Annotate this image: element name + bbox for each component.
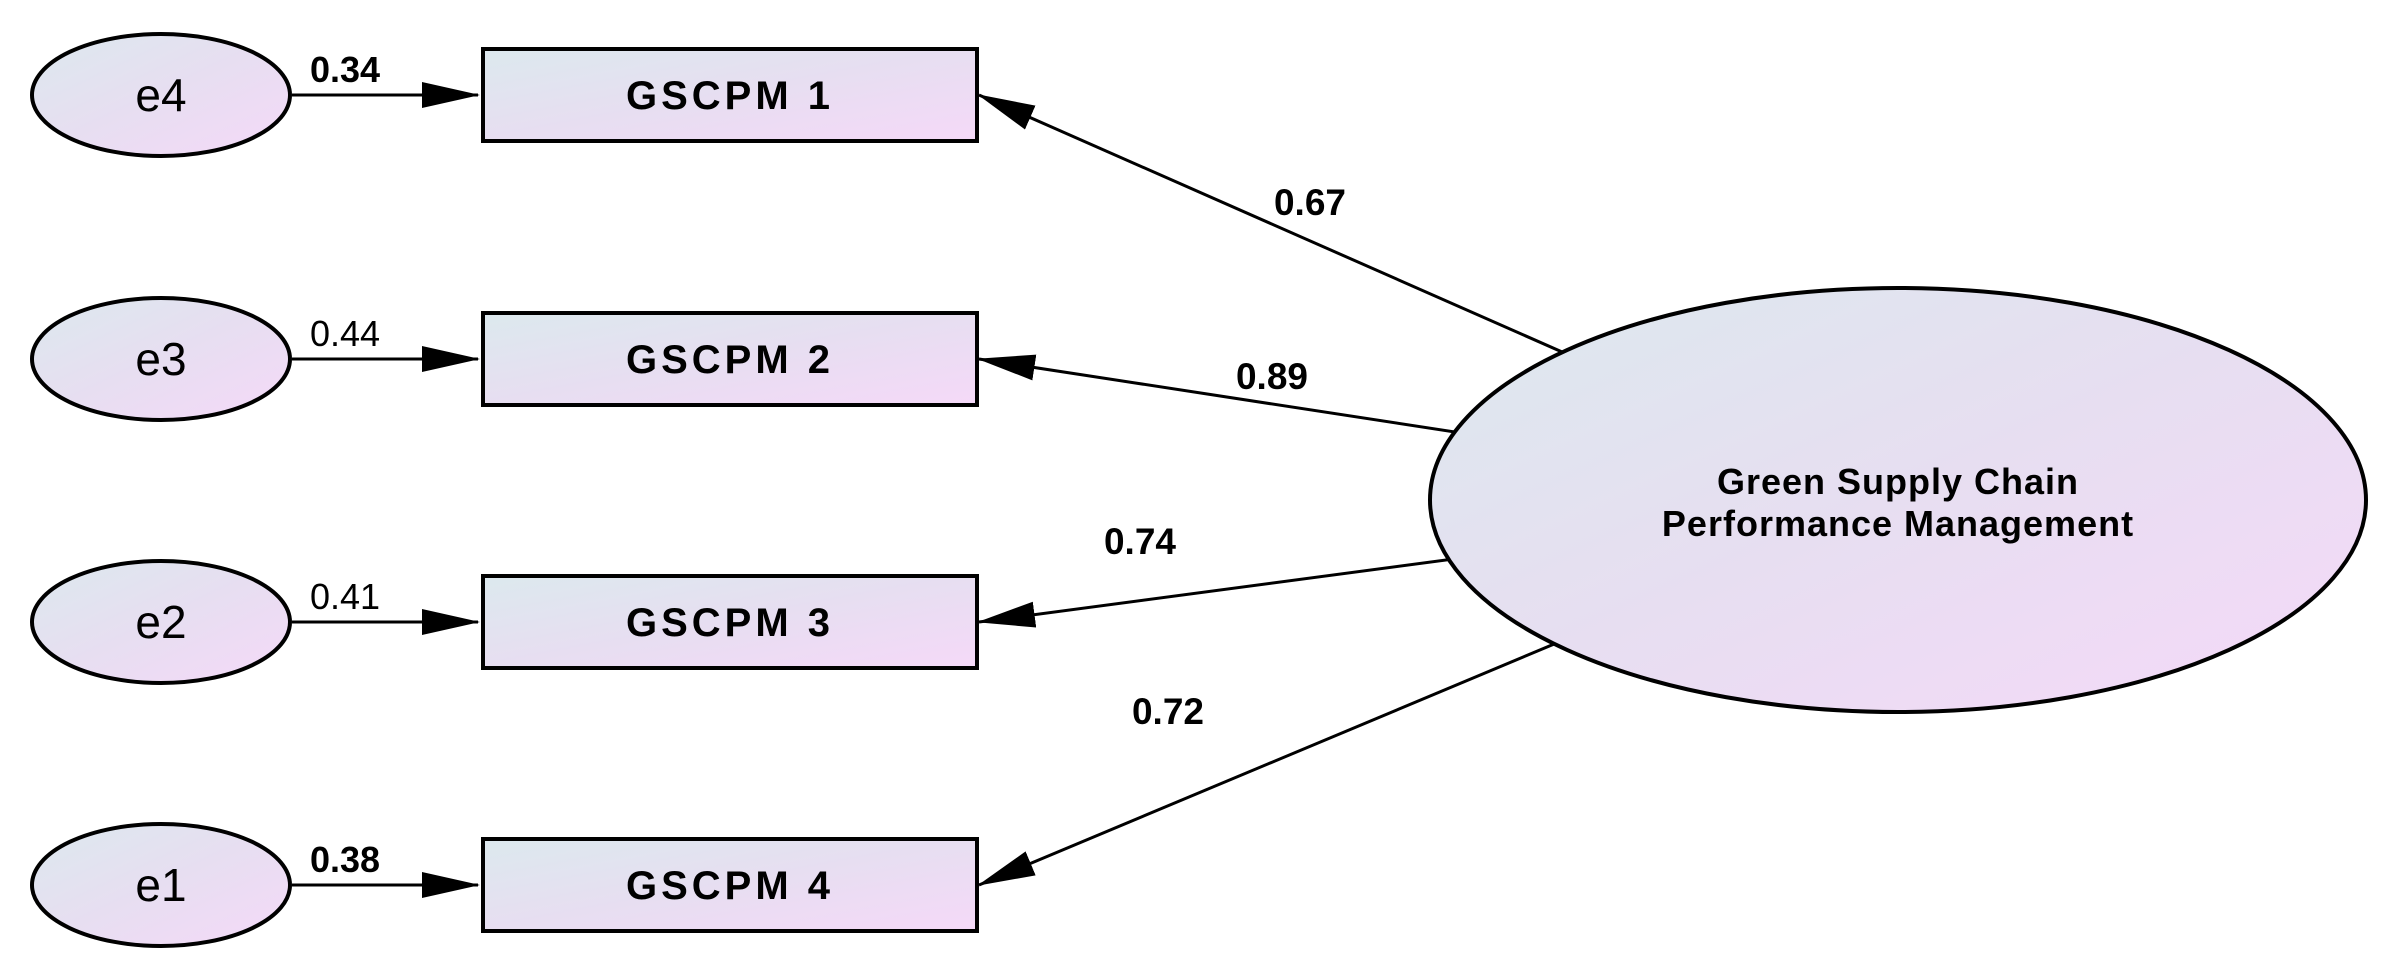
error-term-label-e3: e3: [135, 333, 186, 385]
latent-ellipse[interactable]: [1428, 286, 2368, 714]
loading-value-gscpm4: 0.72: [1132, 691, 1204, 732]
error-ellipse-e2[interactable]: [30, 559, 292, 685]
indicator-box-gscpm2[interactable]: [481, 311, 979, 407]
error-term-label-e4: e4: [135, 69, 186, 121]
error-ellipse-e1[interactable]: [30, 822, 292, 948]
indicator-label-gscpm3: GSCPM 3: [626, 601, 834, 645]
error-variance-value-e4: 0.34: [310, 49, 380, 90]
indicator-box-gscpm1[interactable]: [481, 47, 979, 143]
indicator-box-gscpm3[interactable]: [481, 574, 979, 670]
latent-label-line1: Green Supply Chain: [1717, 461, 2079, 502]
error-term-label-e2: e2: [135, 596, 186, 648]
error-variance-value-e1: 0.38: [310, 839, 380, 880]
error-variance-value-e2: 0.41: [310, 576, 380, 617]
loading-value-gscpm1: 0.67: [1274, 182, 1346, 223]
loading-value-gscpm2: 0.89: [1236, 356, 1308, 397]
error-paths: [292, 82, 480, 898]
indicator-box-gscpm4[interactable]: [481, 837, 979, 933]
error-ellipse-e4[interactable]: [30, 32, 292, 158]
indicator-label-gscpm2: GSCPM 2: [626, 338, 834, 382]
loading-value-gscpm3: 0.74: [1104, 521, 1176, 562]
indicator-label-gscpm4: GSCPM 4: [626, 864, 834, 908]
error-variance-value-e3: 0.44: [310, 313, 380, 354]
latent-label-line2: Performance Management: [1662, 503, 2134, 544]
indicator-label-gscpm1: GSCPM 1: [626, 74, 834, 118]
error-ellipse-e3[interactable]: [30, 296, 292, 422]
error-term-label-e1: e1: [135, 859, 186, 911]
